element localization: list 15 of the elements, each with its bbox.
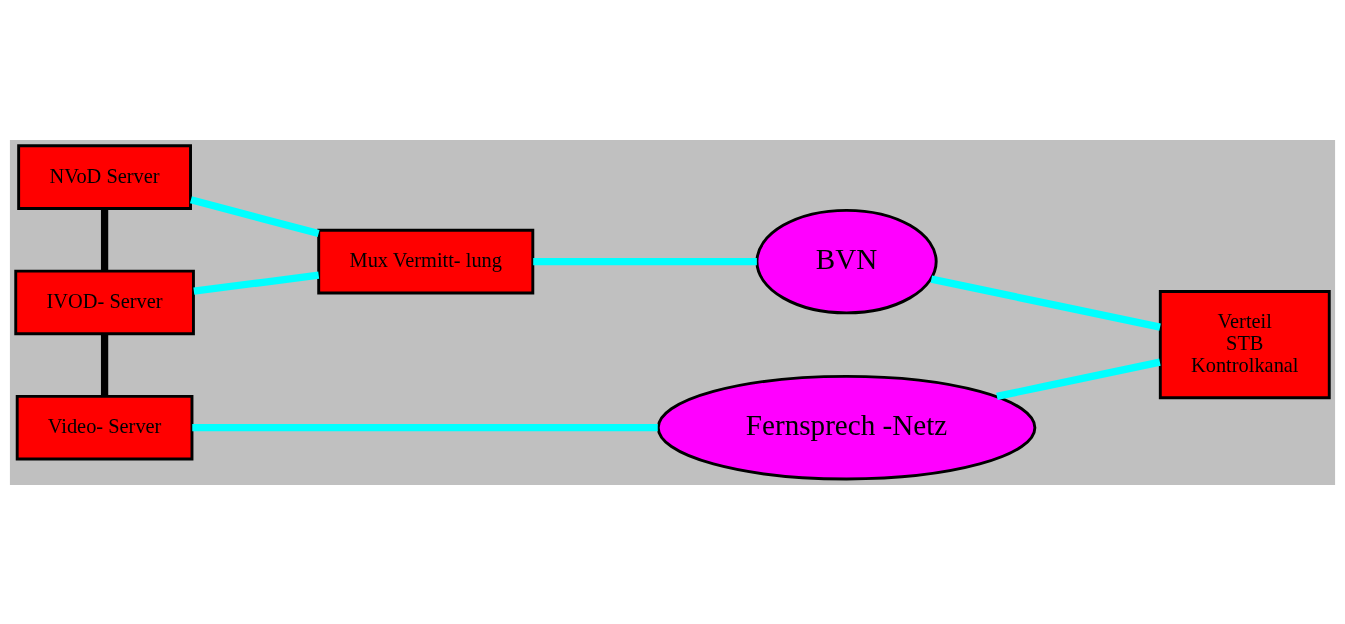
node-box: Video- Server [15,394,194,460]
connector [193,271,320,295]
connector [930,275,1161,331]
connector [100,208,109,271]
node-box: Verteil STB Kontrolkanal [1158,289,1331,399]
node-box: NVoD Server [17,143,192,210]
connector [533,257,757,265]
node-ellipse: Fernsprech -Netz [656,374,1037,480]
connector [996,358,1161,400]
connector [192,423,658,431]
connector [190,195,320,237]
node-ellipse: BVN [755,208,938,314]
node-box: Mux Vermitt- lung [317,228,535,294]
node-box: IVOD- Server [14,269,195,335]
connector [100,333,109,396]
